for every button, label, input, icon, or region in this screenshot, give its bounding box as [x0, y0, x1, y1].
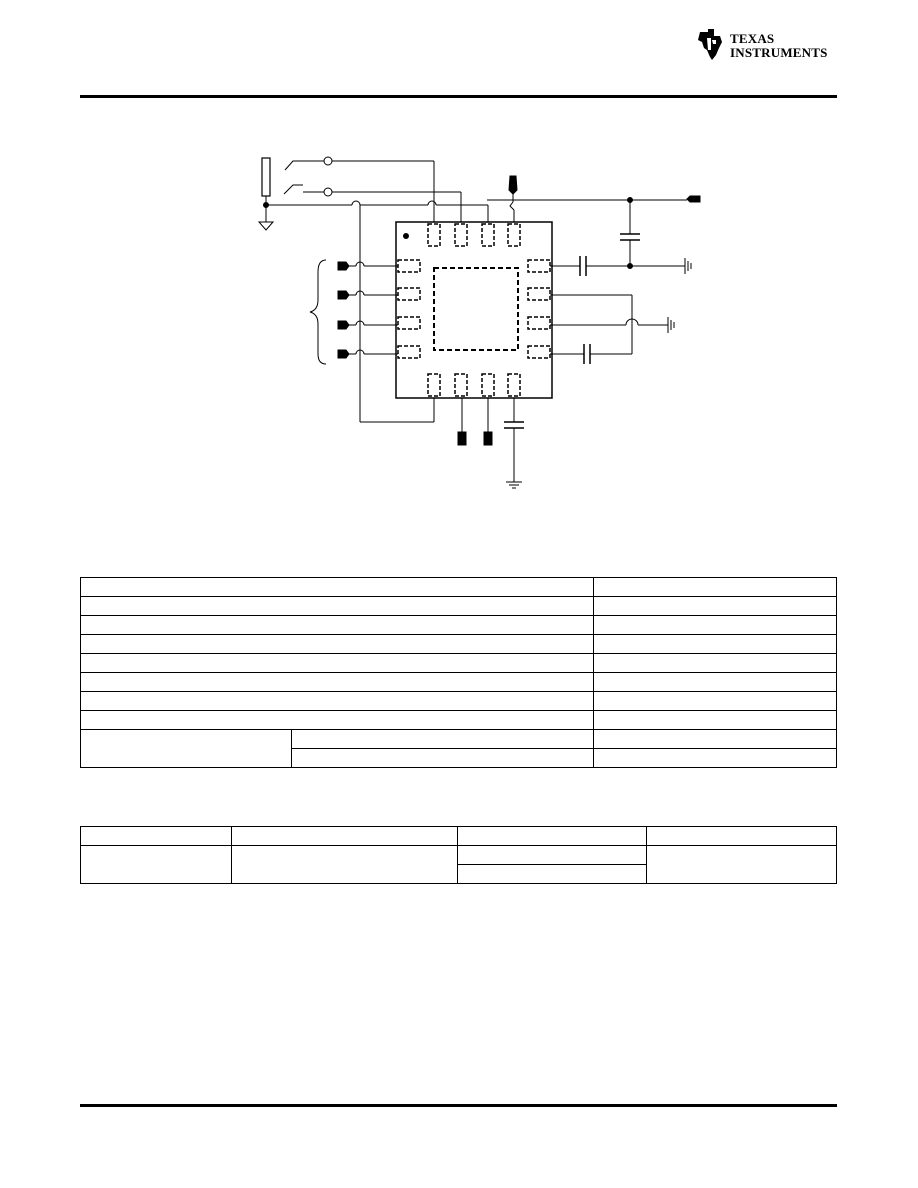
table-row — [79, 634, 837, 654]
table-cell — [593, 615, 837, 635]
table-cell — [79, 653, 595, 673]
table-cell — [593, 634, 837, 654]
header-rule — [80, 95, 837, 98]
schematic-diagram — [257, 156, 701, 489]
capacitor-icon — [620, 233, 640, 241]
table-row — [81, 748, 837, 768]
table-cell — [593, 653, 837, 673]
ti-logo-icon — [698, 29, 722, 60]
table-cell — [457, 845, 648, 865]
switch-icon — [283, 156, 462, 222]
table-1 — [79, 577, 837, 768]
table-cell — [230, 845, 459, 884]
table-cell — [593, 748, 837, 768]
table-row — [79, 672, 837, 692]
table-cell — [593, 672, 837, 692]
table-cell — [79, 577, 595, 597]
table-row — [79, 653, 837, 673]
table-row — [80, 845, 837, 884]
table-row — [80, 729, 837, 768]
table-cell — [457, 864, 648, 884]
table-cell — [80, 729, 292, 768]
table-row — [79, 577, 837, 597]
table-cell — [290, 748, 595, 768]
brace-icon — [309, 259, 327, 365]
table-header-cell — [230, 826, 459, 846]
table-cell — [79, 634, 595, 654]
table-row — [79, 596, 837, 616]
logo-line-2: INSTRUMENTS — [730, 45, 828, 60]
table-cell — [646, 845, 837, 884]
resistor-icon — [261, 157, 271, 197]
table-cell — [593, 729, 837, 749]
table-row — [79, 615, 837, 635]
table-header-cell — [80, 826, 232, 846]
footer-rule — [80, 1104, 837, 1107]
logo-wordmark: TEXAS INSTRUMENTS — [730, 32, 828, 60]
table-row — [81, 864, 837, 884]
table-cell — [79, 710, 595, 730]
connector-icon — [337, 175, 701, 446]
table-cell — [593, 691, 837, 711]
table-2 — [80, 826, 837, 884]
table-header-row — [80, 826, 837, 846]
logo-line-1: TEXAS — [730, 31, 775, 46]
ic-package-icon — [395, 221, 553, 399]
table-cell — [593, 596, 837, 616]
table-cell — [79, 672, 595, 692]
table-cell — [593, 710, 837, 730]
table-cell — [290, 729, 595, 749]
table-row — [79, 691, 837, 711]
ti-logo: TEXAS INSTRUMENTS — [694, 26, 844, 66]
table-cell — [79, 615, 595, 635]
table-cell — [593, 577, 837, 597]
table-cell — [79, 691, 595, 711]
table-header-cell — [646, 826, 837, 846]
ground-icon — [257, 205, 275, 231]
table-row — [79, 710, 837, 730]
table-header-cell — [457, 826, 648, 846]
table-cell — [79, 596, 595, 616]
table-cell — [80, 845, 232, 884]
